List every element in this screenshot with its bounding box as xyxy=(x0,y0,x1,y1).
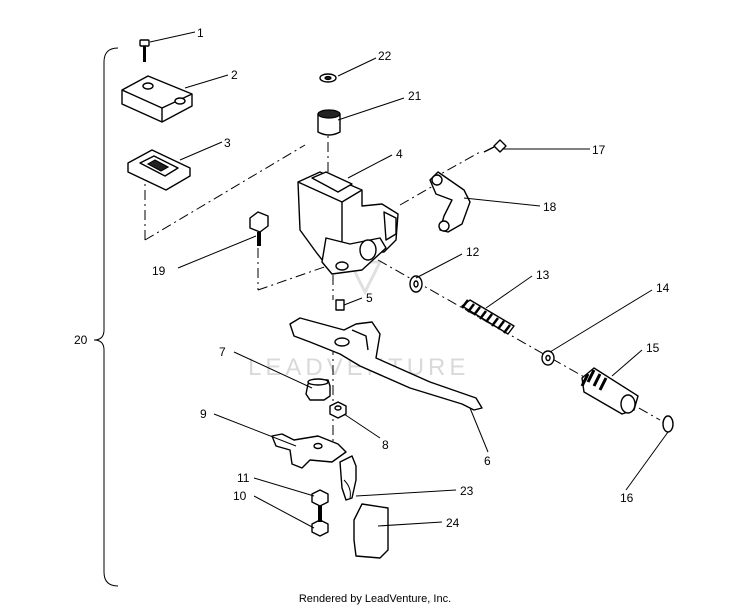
part-10-screw xyxy=(311,506,329,537)
callout-4: 4 xyxy=(396,147,403,161)
part-4-master-cylinder xyxy=(297,171,399,275)
callout-numbers: 1 2 3 4 5 6 7 8 9 10 11 12 13 14 15 16 1… xyxy=(74,26,670,530)
part-12-washer xyxy=(409,275,423,293)
callout-12: 12 xyxy=(466,245,480,259)
part-8-nut xyxy=(329,401,347,419)
part-17-bolt xyxy=(483,139,507,153)
callout-15: 15 xyxy=(646,341,660,355)
callout-22: 22 xyxy=(378,49,392,63)
part-15-piston xyxy=(580,367,639,415)
part-1-screw xyxy=(139,39,150,62)
callout-14: 14 xyxy=(656,281,670,295)
callout-19: 19 xyxy=(152,264,166,278)
callout-21: 21 xyxy=(408,89,422,103)
callout-24: 24 xyxy=(446,516,460,530)
callout-20: 20 xyxy=(74,333,88,347)
part-23-switch xyxy=(339,455,357,501)
callout-10: 10 xyxy=(233,489,247,503)
callout-18: 18 xyxy=(543,200,557,214)
part-9-bracket xyxy=(271,433,347,469)
callout-16: 16 xyxy=(620,491,634,505)
part-14-washer xyxy=(541,350,555,366)
center-lines xyxy=(144,122,661,455)
callout-13: 13 xyxy=(536,268,550,282)
callout-3: 3 xyxy=(224,136,231,150)
callout-6: 6 xyxy=(484,454,491,468)
callout-9: 9 xyxy=(200,407,207,421)
part-21-bushing xyxy=(317,109,341,136)
part-22-washer xyxy=(319,73,337,83)
callout-7: 7 xyxy=(219,345,226,359)
callout-23: 23 xyxy=(460,484,474,498)
part-7-spacer xyxy=(305,378,331,401)
leader-lines xyxy=(149,31,669,529)
part-18-clamp xyxy=(429,171,471,233)
callout-2: 2 xyxy=(231,68,238,82)
callout-11: 11 xyxy=(237,471,250,485)
part-24-tag xyxy=(353,503,389,559)
callout-17: 17 xyxy=(592,143,606,157)
assembly-bracket xyxy=(93,47,119,587)
part-2-reservoir-cover xyxy=(121,75,193,123)
callout-8: 8 xyxy=(382,438,389,452)
part-5-set-screw xyxy=(335,299,345,311)
part-6-brake-lever xyxy=(289,317,483,411)
part-19-pivot-bolt xyxy=(249,211,269,246)
part-13-spring xyxy=(461,299,515,335)
part-16-circlip xyxy=(662,415,674,433)
part-3-diaphragm xyxy=(127,149,191,191)
callout-1: 1 xyxy=(197,26,204,40)
footer-credit: Rendered by LeadVenture, Inc. xyxy=(298,593,452,605)
callout-5: 5 xyxy=(366,291,373,305)
part-11-nut xyxy=(311,489,329,507)
